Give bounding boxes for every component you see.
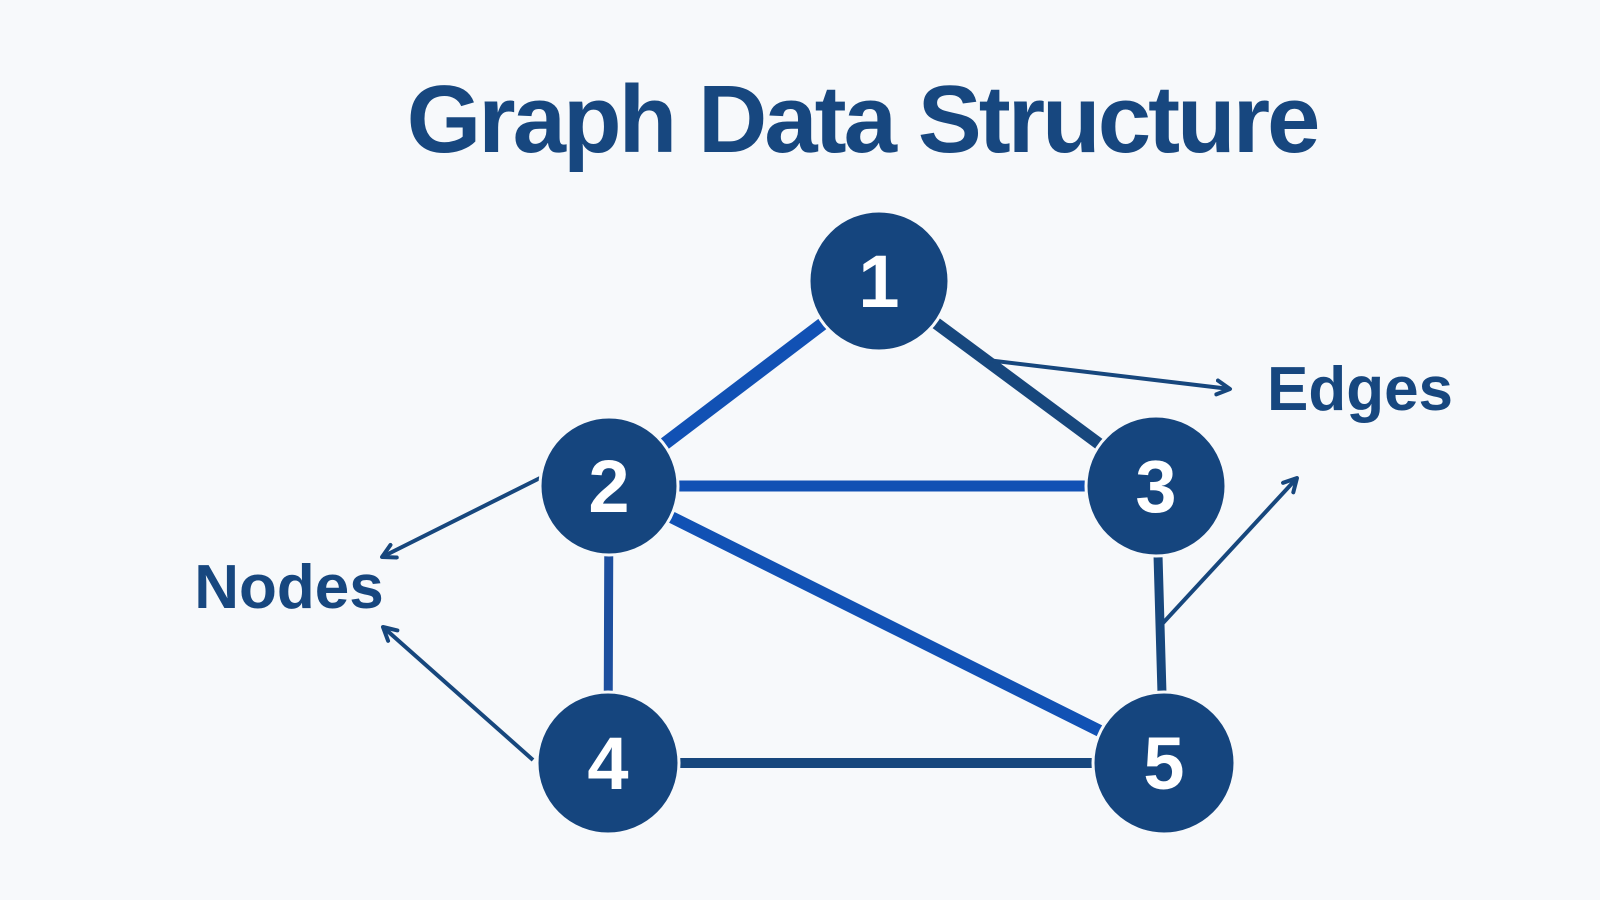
- diagram-title: Graph Data Structure: [407, 66, 1318, 173]
- node-circle-2: [538, 415, 680, 557]
- annotation-arrows-layer: [380, 358, 1299, 762]
- node-label-1: 1: [858, 240, 899, 323]
- node-circle-5: [1091, 690, 1237, 836]
- node-label-2: 2: [588, 445, 629, 528]
- nodes-arrow-bottom: [381, 625, 535, 762]
- edges-arrow-top: [986, 358, 1232, 397]
- nodes-label: Nodes: [194, 553, 383, 622]
- nodes-layer: 1 2 3 4 5: [535, 209, 1237, 836]
- graph-node-2: 2: [538, 415, 680, 557]
- edges-layer: [602, 274, 1170, 769]
- node-circle-3: [1084, 414, 1228, 558]
- graph-node-1: 1: [807, 209, 951, 353]
- edges-arrow-bottom: [1161, 476, 1299, 625]
- nodes-arrow-top: [380, 476, 541, 560]
- node-circle-4: [535, 690, 681, 836]
- node-label-4: 4: [587, 722, 628, 805]
- edges-label: Edges: [1267, 355, 1453, 424]
- node-label-5: 5: [1143, 722, 1184, 805]
- graph-node-4: 4: [535, 690, 681, 836]
- graph-node-3: 3: [1084, 414, 1228, 558]
- graph-node-5: 5: [1091, 690, 1237, 836]
- node-label-3: 3: [1135, 445, 1176, 528]
- node-circle-1: [807, 209, 951, 353]
- graph-edge-2-5: [603, 480, 1170, 769]
